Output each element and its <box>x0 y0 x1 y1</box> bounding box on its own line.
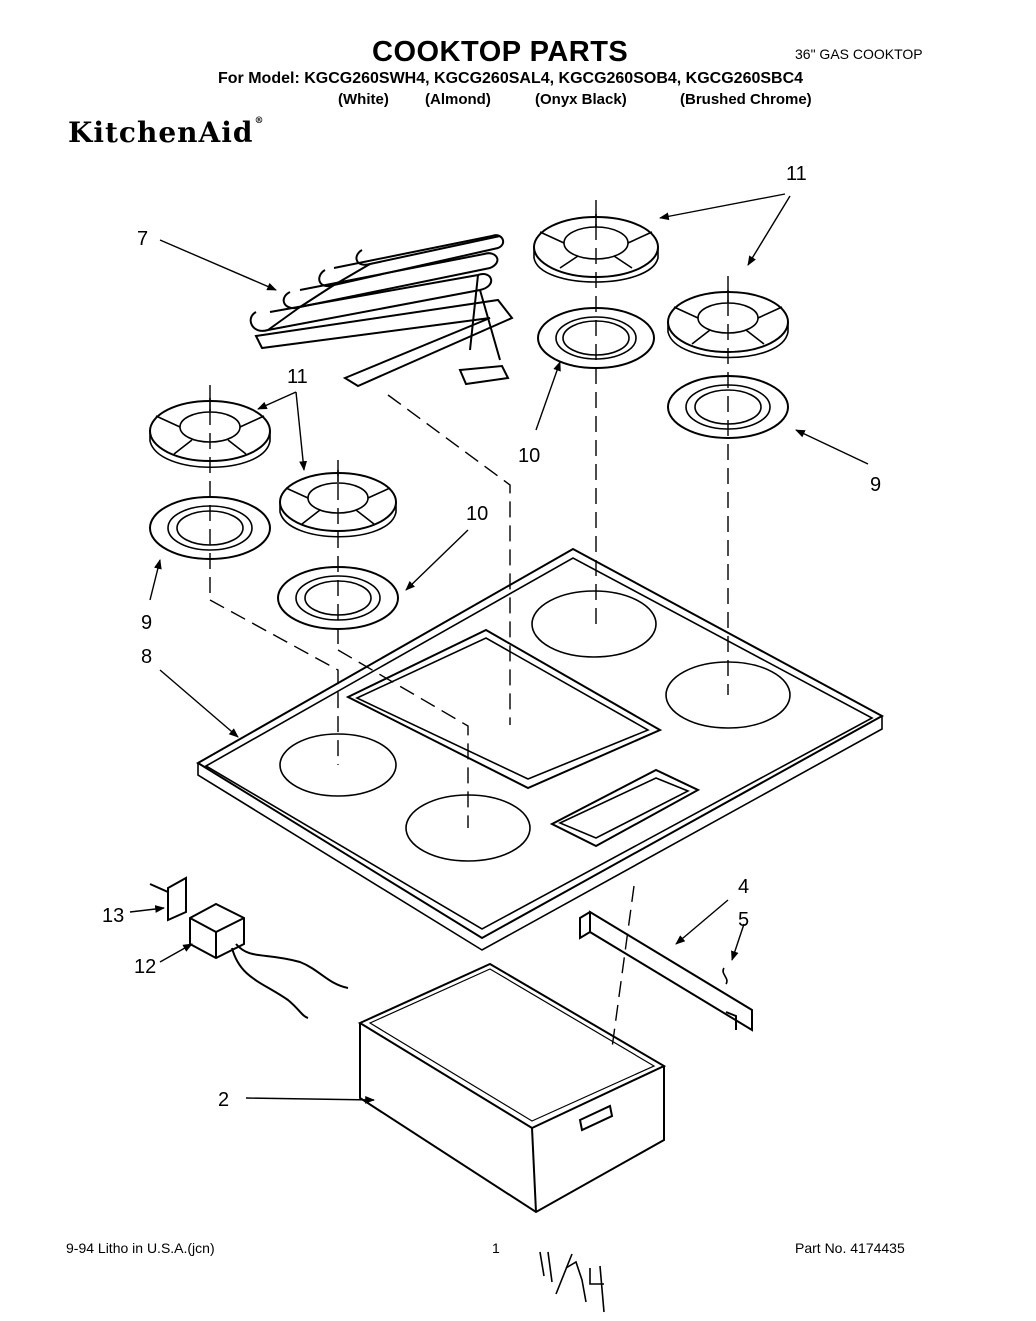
callout-numbers: 7 11 11 10 10 9 9 8 4 5 13 12 2 <box>102 163 881 1111</box>
spark-module <box>189 902 349 1019</box>
grill-element <box>249 234 514 388</box>
leader-arrows <box>129 193 869 1104</box>
callout-9-right: 9 <box>870 474 881 496</box>
registered-mark: ® <box>254 116 265 126</box>
color-white: (White) <box>338 91 389 108</box>
mounting-bracket <box>579 910 753 1032</box>
color-almond: (Almond) <box>425 91 491 108</box>
page-title: COOKTOP PARTS <box>372 36 629 68</box>
callout-9-left: 9 <box>141 612 152 634</box>
callout-5: 5 <box>738 909 749 931</box>
grate-top-left <box>533 214 659 283</box>
callout-4: 4 <box>738 876 749 898</box>
callout-7: 7 <box>137 228 148 250</box>
brand-logo: KitchenAid® <box>68 116 264 149</box>
module-bracket <box>149 876 187 922</box>
callout-10-lower: 10 <box>466 503 488 525</box>
screw <box>722 967 728 985</box>
callout-13: 13 <box>102 905 124 927</box>
burner-box <box>357 962 667 1214</box>
callout-2: 2 <box>218 1089 229 1111</box>
model-list: For Model: KGCG260SWH4, KGCG260SAL4, KGC… <box>218 70 804 87</box>
brand-name: KitchenAid <box>68 116 254 149</box>
grate-bottom-left <box>149 398 271 469</box>
color-onyx-black: (Onyx Black) <box>535 91 627 108</box>
color-brushed-chrome: (Brushed Chrome) <box>680 91 812 108</box>
callout-10-upper: 10 <box>518 445 540 467</box>
page-number: 1 <box>492 1240 500 1256</box>
callout-12: 12 <box>134 956 156 978</box>
litho-note: 9-94 Litho in U.S.A.(jcn) <box>66 1240 215 1256</box>
part-number: Part No. 4174435 <box>795 1240 905 1256</box>
assembly-lines <box>209 200 729 1049</box>
handwritten-date <box>539 1251 605 1313</box>
callout-8: 8 <box>141 646 152 668</box>
page-subtitle: 36" GAS COOKTOP <box>795 46 923 62</box>
cooktop-top <box>196 547 885 951</box>
callout-11-lower: 11 <box>287 366 308 388</box>
callout-11-upper: 11 <box>786 163 807 185</box>
grate-bottom-center <box>279 470 397 538</box>
